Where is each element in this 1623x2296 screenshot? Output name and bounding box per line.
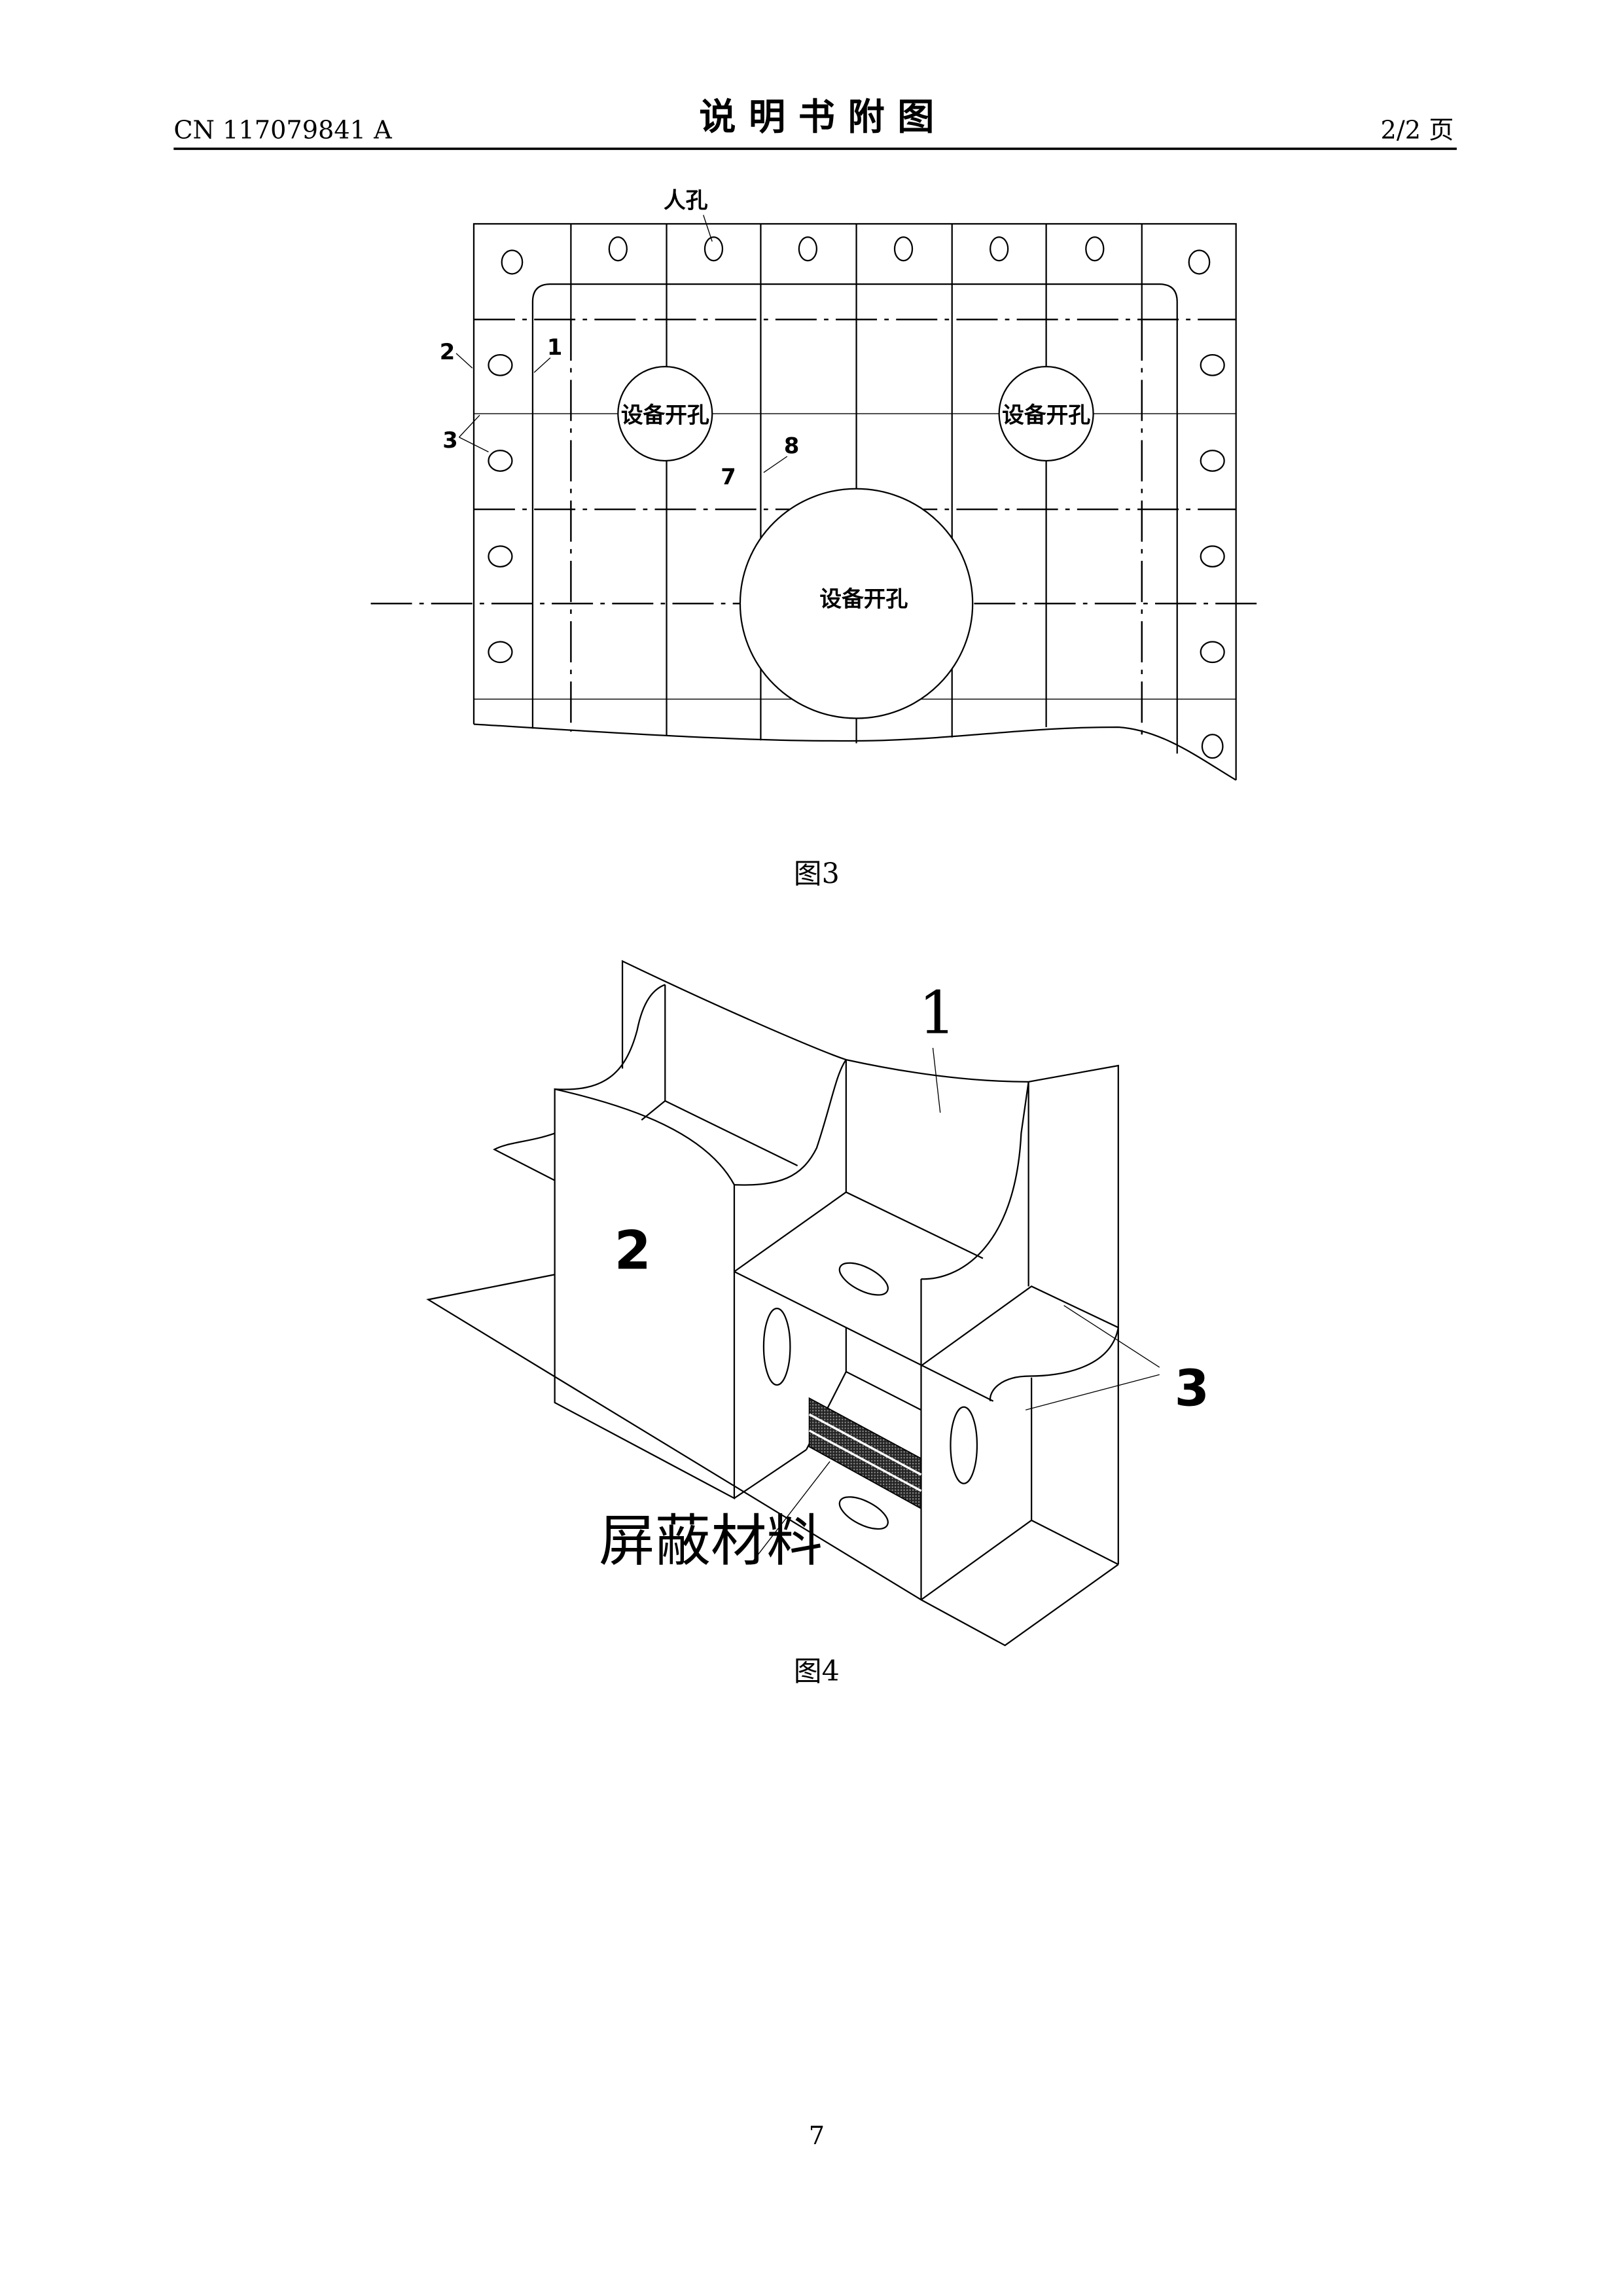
- doc-number: CN 117079841 A: [173, 117, 392, 145]
- page-title: 说 明 书 附 图: [699, 96, 934, 139]
- ref-1: 1: [919, 980, 956, 1048]
- equip-hole-label: 设备开孔: [621, 403, 709, 428]
- ref-1: 1: [547, 334, 562, 360]
- figure-3-caption: 图3: [794, 857, 840, 890]
- ref-7: 7: [721, 464, 736, 490]
- figure-4-drawing: 1 2 3 屏蔽材料: [426, 960, 1209, 1647]
- ref-2: 2: [615, 1220, 651, 1282]
- page-number: 7: [809, 2122, 825, 2151]
- manhole-label: 人孔: [664, 187, 708, 213]
- plate-outline: [473, 223, 1237, 780]
- page-header: CN 117079841 A 说 明 书 附 图 2/2 页: [173, 96, 1457, 151]
- page-of: 2/2 页: [1381, 117, 1454, 145]
- ref-3: 3: [442, 427, 457, 453]
- ref-2: 2: [440, 339, 455, 365]
- equipment-opening-left: [617, 365, 713, 462]
- vertical-frames: [570, 223, 1143, 744]
- manholes: [488, 236, 1225, 759]
- equip-hole-label: 设备开孔: [1002, 403, 1090, 428]
- shielding-material: [808, 1397, 922, 1510]
- ref-3: 3: [1175, 1359, 1209, 1418]
- ref-8: 8: [784, 433, 799, 459]
- figure-4-caption: 图4: [794, 1655, 840, 1688]
- equipment-opening-right: [998, 365, 1094, 462]
- inner-shell-line: [531, 283, 1178, 754]
- equipment-opening-large: [739, 488, 974, 719]
- figure-3-drawing: 设备开孔 设备开孔 设备开孔 人孔 2 1 3 8 7: [370, 187, 1261, 781]
- panel-2: [554, 1088, 736, 1499]
- shield-material-label: 屏蔽材料: [599, 1509, 823, 1574]
- equip-hole-label: 设备开孔: [819, 586, 908, 612]
- break-line: [473, 723, 1237, 781]
